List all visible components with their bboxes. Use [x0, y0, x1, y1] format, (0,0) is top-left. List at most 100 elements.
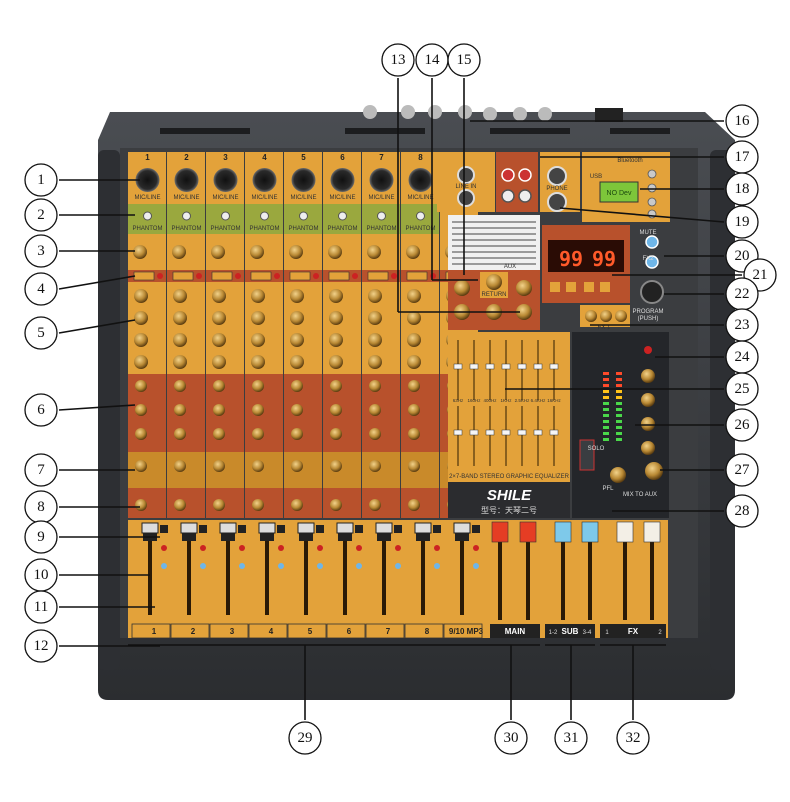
- eq-knob[interactable]: [212, 333, 226, 347]
- aux-knob[interactable]: [135, 380, 147, 392]
- gain-knob[interactable]: [406, 245, 420, 259]
- eq-knob[interactable]: [368, 311, 382, 325]
- eq-knob[interactable]: [212, 311, 226, 325]
- channel-fader[interactable]: 5: [287, 522, 327, 639]
- gain-knob[interactable]: [133, 245, 147, 259]
- eq-knob[interactable]: [173, 333, 187, 347]
- eq-knob[interactable]: [173, 311, 187, 325]
- channel-fader[interactable]: 6: [326, 522, 366, 639]
- aux-knob[interactable]: [135, 428, 147, 440]
- eq-knob[interactable]: [212, 289, 226, 303]
- channel-fader[interactable]: 9/10 MP3: [443, 522, 484, 639]
- gain-knob[interactable]: [328, 245, 342, 259]
- eq-knob[interactable]: [134, 355, 148, 369]
- aux-knob[interactable]: [369, 380, 381, 392]
- eq-knob[interactable]: [368, 333, 382, 347]
- eq-band-slider[interactable]: [501, 429, 511, 436]
- eq-band-slider[interactable]: [517, 429, 527, 436]
- pan-knob[interactable]: [291, 499, 303, 511]
- aux-knob[interactable]: [369, 428, 381, 440]
- eq-band-slider[interactable]: [533, 363, 543, 370]
- eq-knob[interactable]: [134, 289, 148, 303]
- gain-knob[interactable]: [367, 245, 381, 259]
- pan-knob[interactable]: [135, 499, 147, 511]
- eq-band-slider[interactable]: [469, 363, 479, 370]
- aux-knob[interactable]: [408, 404, 420, 416]
- aux-knob[interactable]: [213, 404, 225, 416]
- eq-knob[interactable]: [212, 355, 226, 369]
- channel-fader[interactable]: 4: [248, 522, 288, 639]
- eq-band-slider[interactable]: [485, 363, 495, 370]
- gain-knob[interactable]: [172, 245, 186, 259]
- aux-knob[interactable]: [330, 404, 342, 416]
- aux-knob[interactable]: [291, 428, 303, 440]
- aux-knob[interactable]: [330, 428, 342, 440]
- eq-knob[interactable]: [251, 333, 265, 347]
- eq-band-slider[interactable]: [533, 429, 543, 436]
- aux-knob[interactable]: [174, 404, 186, 416]
- eq-knob[interactable]: [251, 355, 265, 369]
- gain-knob[interactable]: [289, 245, 303, 259]
- aux-knob[interactable]: [252, 380, 264, 392]
- eq-band-slider[interactable]: [453, 363, 463, 370]
- aux-knob[interactable]: [330, 380, 342, 392]
- eq-knob[interactable]: [251, 311, 265, 325]
- master-fader[interactable]: [581, 521, 599, 620]
- aux-knob[interactable]: [291, 404, 303, 416]
- eq-knob[interactable]: [173, 355, 187, 369]
- fx-send-knob[interactable]: [135, 460, 147, 472]
- eq-knob[interactable]: [407, 311, 421, 325]
- eq-band-slider[interactable]: [517, 363, 527, 370]
- eq-band-slider[interactable]: [453, 429, 463, 436]
- master-fader[interactable]: [519, 521, 537, 620]
- fx-send-knob[interactable]: [174, 460, 186, 472]
- channel-fader[interactable]: 2: [170, 522, 210, 639]
- fx-send-knob[interactable]: [213, 460, 225, 472]
- master-fader[interactable]: [616, 521, 634, 620]
- gain-knob[interactable]: [250, 245, 264, 259]
- master-fader[interactable]: [491, 521, 509, 620]
- pan-knob[interactable]: [408, 499, 420, 511]
- eq-knob[interactable]: [329, 311, 343, 325]
- fx-send-knob[interactable]: [408, 460, 420, 472]
- eq-band-slider[interactable]: [469, 429, 479, 436]
- pan-knob[interactable]: [252, 499, 264, 511]
- fx-send-knob[interactable]: [330, 460, 342, 472]
- master-fader[interactable]: [643, 521, 661, 620]
- aux-knob[interactable]: [408, 428, 420, 440]
- eq-knob[interactable]: [290, 311, 304, 325]
- eq-knob[interactable]: [290, 289, 304, 303]
- eq-knob[interactable]: [251, 289, 265, 303]
- fx-send-knob[interactable]: [369, 460, 381, 472]
- pan-knob[interactable]: [174, 499, 186, 511]
- pan-knob[interactable]: [213, 499, 225, 511]
- fx-send-knob[interactable]: [291, 460, 303, 472]
- master-fader[interactable]: [554, 521, 572, 620]
- aux-knob[interactable]: [213, 428, 225, 440]
- eq-knob[interactable]: [407, 289, 421, 303]
- eq-band-slider[interactable]: [549, 429, 559, 436]
- aux-knob[interactable]: [252, 404, 264, 416]
- eq-knob[interactable]: [329, 289, 343, 303]
- eq-band-slider[interactable]: [501, 363, 511, 370]
- channel-fader[interactable]: 3: [209, 522, 249, 639]
- eq-knob[interactable]: [173, 289, 187, 303]
- eq-knob[interactable]: [290, 355, 304, 369]
- aux-knob[interactable]: [369, 404, 381, 416]
- eq-knob[interactable]: [134, 311, 148, 325]
- channel-fader[interactable]: 8: [404, 522, 444, 639]
- eq-knob[interactable]: [407, 333, 421, 347]
- eq-knob[interactable]: [134, 333, 148, 347]
- eq-knob[interactable]: [407, 355, 421, 369]
- aux-knob[interactable]: [291, 380, 303, 392]
- aux-knob[interactable]: [408, 380, 420, 392]
- channel-fader[interactable]: 7: [365, 522, 405, 639]
- eq-knob[interactable]: [329, 355, 343, 369]
- eq-knob[interactable]: [290, 333, 304, 347]
- aux-knob[interactable]: [213, 380, 225, 392]
- aux-knob[interactable]: [174, 428, 186, 440]
- pan-knob[interactable]: [369, 499, 381, 511]
- eq-knob[interactable]: [329, 333, 343, 347]
- aux-knob[interactable]: [174, 380, 186, 392]
- aux-knob[interactable]: [135, 404, 147, 416]
